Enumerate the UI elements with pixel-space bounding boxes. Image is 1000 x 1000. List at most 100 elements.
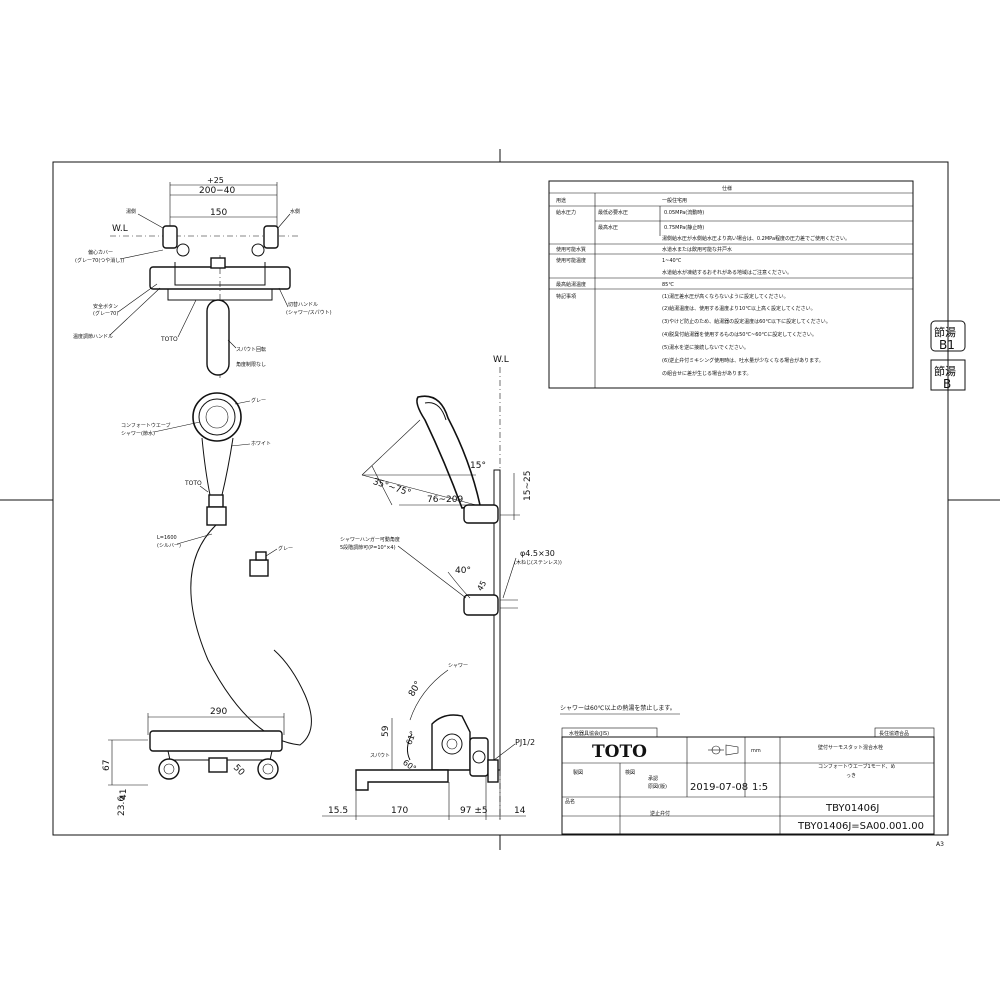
top-view: +25 200−40 150 W.L TOTO 湯側 水側 偏心カバー (グレー…	[73, 176, 332, 378]
label-safety-sub: (グレー70)	[93, 310, 118, 317]
tb-date: 2019-07-08	[690, 782, 748, 793]
label-switch-sub: (シャワー/スパウト)	[286, 309, 332, 316]
dim-plus25: +25	[207, 176, 224, 185]
dim-290: 290	[210, 707, 227, 717]
label-side-shower: シャワー	[448, 663, 468, 669]
label-hanger-sub: 5段階調節可(P=10°×4)	[340, 544, 396, 551]
tb-check: 検図	[625, 769, 635, 776]
spec-row-sub: 最高水圧	[598, 224, 618, 231]
tb-hdr-right: 長住協適合品	[879, 730, 909, 737]
paper-size: A3	[936, 841, 944, 848]
label-hose: L=1600	[157, 535, 177, 541]
label-cover-sub: (グレー70(つや消し))	[75, 257, 124, 264]
spec-row-value: 0.05MPa(流動時)	[664, 209, 704, 216]
spec-row-value: (5)湯水を逆に接続しないでください。	[662, 344, 749, 351]
badge-b1-code: B1	[939, 338, 955, 352]
label-hanger: シャワーハンガー可動角度	[340, 536, 400, 543]
label-temp: 温度調節ハンドル	[73, 333, 113, 340]
spec-row-value: 一般住宅用	[662, 197, 687, 204]
spec-row-value: 0.75MPa(静止時)	[664, 224, 704, 231]
ang-61: 61°	[405, 730, 418, 746]
spec-row-value: 85℃	[662, 282, 674, 288]
label-spout-rotate-sub: 角度制限なし	[236, 361, 266, 368]
spec-row-value: 湯側給水圧が水側給水圧より高い場合は、0.2MPa程度の圧力差でご使用ください。	[662, 235, 850, 242]
dim-23-6: 23.6	[117, 796, 127, 816]
tb-original: 原図(版)	[648, 783, 667, 790]
ang-15: 15°	[470, 461, 486, 471]
spec-row-value: 水道水または飲用可能な井戸水	[662, 246, 732, 253]
label-screw: φ4.5×30	[520, 549, 555, 558]
label-screw-sub: (木ねじ(ステンレス))	[514, 559, 562, 566]
dim-15-5: 15.5	[328, 806, 348, 816]
label-switch: 切替ハンドル	[288, 301, 318, 308]
title-block: 水栓器具協会(JIS) 長住協適合品 TOTO mm 壁付サーモスタット混合水栓…	[561, 727, 935, 835]
ang-80: 80°	[407, 680, 424, 699]
shower-brand: TOTO	[184, 480, 202, 487]
tb-product-1: 壁付サーモスタット混合水栓	[818, 744, 883, 751]
front-view: 290 67 41 23.6 50	[102, 707, 285, 816]
shower-note: シャワーは60℃以上の熱湯を禁止します。	[560, 704, 676, 712]
label-hot: 湯側	[126, 208, 136, 215]
label-spout-rotate: スパウト回転	[236, 346, 266, 353]
spec-row-item: 給水圧力	[556, 209, 576, 216]
badge-b: 節湯 B	[930, 359, 966, 391]
tb-scale: 1:5	[752, 782, 768, 793]
label-cold: 水側	[290, 208, 300, 215]
projection-symbol-icon	[708, 744, 739, 756]
side-wl: W.L	[493, 355, 509, 365]
dim-200-40: 200−40	[199, 186, 235, 196]
spec-row-value: (2)給湯温度は、使用する温度より10℃以上高く設定してください。	[662, 305, 816, 312]
label-holder-grey: グレー	[278, 545, 293, 552]
label-shower-white: ホワイト	[251, 441, 271, 447]
tb-name-label: 品名	[565, 798, 575, 805]
top-brand: TOTO	[160, 336, 178, 343]
badge-b-label: 節湯	[934, 364, 956, 378]
shower-head-view: コンフォートウエーブ シャワー(節水) グレー ホワイト TOTO L=1600…	[121, 392, 312, 746]
dim-97: 97 ±5	[460, 806, 488, 816]
ang-40: 40°	[455, 566, 471, 576]
tb-doc-no: TBY01406J=SA00.001.00	[797, 821, 924, 832]
spec-title: 仕様	[722, 185, 732, 192]
label-cover: 偏心カバー	[88, 249, 113, 256]
dim-14: 14	[514, 806, 526, 816]
spec-row-value: の組合せに差が生じる場合があります。	[662, 370, 752, 377]
badge-b-code: B	[943, 377, 951, 391]
side-view: W.L 15° 35°~75° 76~209 15~25 シャワーハンガー可動角…	[322, 355, 562, 820]
tb-drawn: 製図	[573, 769, 583, 776]
label-hose-sub: (シルバー)	[157, 543, 181, 549]
ang-35-75: 35°~75°	[371, 477, 412, 499]
tb-kind: 逆止弁付	[650, 810, 670, 817]
dim-45: 45	[475, 579, 488, 592]
tb-unit: mm	[751, 748, 761, 754]
dim-41: 41	[119, 789, 129, 800]
label-shower-name-sub: シャワー(節水)	[121, 430, 155, 437]
spec-row-item: 用途	[556, 197, 566, 204]
spec-row-sub: 最低必要水圧	[598, 209, 628, 216]
spec-row-item: 使用可能水質	[556, 246, 586, 253]
tb-model: TBY01406J	[825, 803, 879, 814]
tb-product-3: っき	[846, 772, 856, 779]
spec-row-value: (6)逆止弁付ミキシング使用時は、吐水量が少なくなる場合があります。	[662, 357, 824, 364]
top-wl: W.L	[112, 224, 128, 234]
spec-row-value: (3)やけど防止のため、給湯器の設定温度は60℃以下に設定してください。	[662, 318, 831, 325]
label-shower-grey: グレー	[251, 397, 266, 404]
spec-row-item: 特記事項	[556, 293, 576, 300]
tb-brand: TOTO	[592, 742, 647, 762]
tb-product-2: コンフォートウエーブ1モード、め	[818, 763, 896, 770]
pipe-size: PJ1/2	[515, 738, 535, 747]
spec-row-value: (1)湯圧差水圧が高くならないように設定してください。	[662, 293, 789, 300]
spec-row-item: 使用可能温度	[556, 257, 586, 264]
tb-hdr-left: 水栓器具協会(JIS)	[569, 730, 609, 737]
spec-row-item: 最高給湯温度	[556, 281, 586, 288]
tb-approve: 承認	[648, 775, 658, 782]
dim-150: 150	[210, 208, 227, 218]
dim-50: 50	[231, 763, 246, 778]
dim-170: 170	[391, 806, 408, 816]
badges: 節湯 B1 節湯 B	[930, 320, 966, 391]
label-safety: 安全ボタン	[93, 303, 118, 310]
badge-b1: 節湯 B1	[930, 320, 966, 352]
spec-row-value: (4)脱臭付給湯器を使用するものは50℃~60℃に設定してください。	[662, 331, 817, 338]
badge-b1-label: 節湯	[934, 325, 956, 339]
dim-15-25: 15~25	[523, 471, 533, 501]
